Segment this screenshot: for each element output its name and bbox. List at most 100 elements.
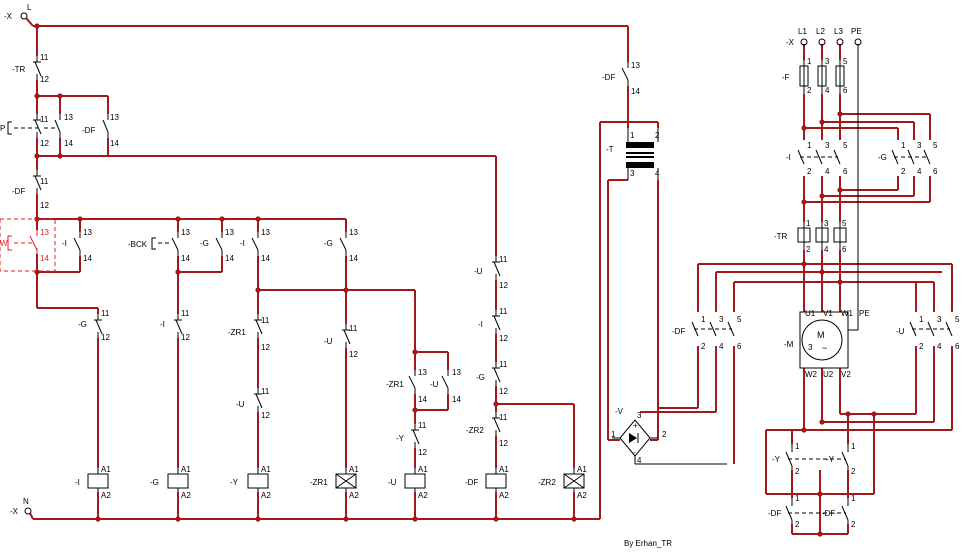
coil-zr2: -ZR2 A1 A2 <box>538 465 587 500</box>
num: 1 <box>701 315 706 324</box>
num: 13 <box>110 113 119 122</box>
i-selfhold2-contact: -I 13 14 <box>240 228 270 263</box>
bck-button: -BCK 13 14 <box>128 228 190 263</box>
num: 13 <box>181 228 190 237</box>
terminal-bottom-n: -X N <box>10 497 34 520</box>
num: 12 <box>418 448 427 457</box>
num: 2 <box>662 430 667 439</box>
power-wires <box>640 44 953 535</box>
num: 6 <box>843 167 848 176</box>
p-label: P <box>0 124 5 133</box>
label: -G <box>200 239 209 248</box>
coil-label: -I <box>75 478 80 487</box>
num: 6 <box>842 245 847 254</box>
terminal-u2: U2 <box>823 370 834 379</box>
label: -U <box>236 400 245 409</box>
num: A2 <box>101 491 111 500</box>
num: A1 <box>499 465 509 474</box>
label: -I <box>478 320 483 329</box>
num: 2 <box>795 520 800 529</box>
num: 13 <box>225 228 234 237</box>
num: 14 <box>452 395 461 404</box>
credit: By Erhan_TR <box>624 539 672 548</box>
num: 1 <box>795 442 800 451</box>
terminal-v1: V1 <box>823 309 833 318</box>
contacts: -TR 11 12 P 11 12 13 14 -DF 13 1 <box>0 53 640 457</box>
g-selfhold2-contact: -G 13 14 <box>324 228 358 263</box>
num: 5 <box>737 315 742 324</box>
zr1-contact: -ZR1 11 12 <box>228 314 270 352</box>
num: 12 <box>181 333 190 342</box>
num: 13 <box>631 61 640 70</box>
num: 13 <box>418 368 427 377</box>
coil-label: -U <box>388 478 397 487</box>
num: A2 <box>261 491 271 500</box>
tr-contact: -TR 11 12 <box>12 53 49 84</box>
coil-label: -Y <box>230 478 239 487</box>
terminal-name: N <box>23 497 29 506</box>
g-interlock-contact: -G 11 12 <box>78 309 110 342</box>
label: -I <box>240 239 245 248</box>
label: -ZR2 <box>466 426 484 435</box>
terminal-w2: W2 <box>805 370 818 379</box>
u-coilside-contact: -U 13 14 <box>430 368 461 404</box>
label: -DF <box>822 509 835 518</box>
num: 1 <box>851 494 856 503</box>
label: -Y <box>772 455 781 464</box>
label: -U <box>474 267 483 276</box>
i-series-contact: -I 11 12 <box>478 307 508 343</box>
w-button: W 13 14 <box>0 218 56 272</box>
zr1-coilside-contact: -ZR1 13 14 <box>386 368 427 404</box>
num: 2 <box>701 342 706 351</box>
num: 12 <box>40 75 49 84</box>
num: A2 <box>499 491 509 500</box>
num: 5 <box>933 141 938 150</box>
label: -Y <box>826 455 835 464</box>
coil-df: -DF A1 A2 <box>465 465 509 500</box>
coil-label: -G <box>150 478 159 487</box>
num: 13 <box>83 228 92 237</box>
num: 6 <box>955 342 960 351</box>
num: 12 <box>499 387 508 396</box>
num: 11 <box>101 309 110 318</box>
num: 11 <box>40 177 49 186</box>
num: 5 <box>955 315 960 324</box>
num: 2 <box>807 167 812 176</box>
num: 1 <box>795 494 800 503</box>
num: 2 <box>919 342 924 351</box>
num: 2 <box>806 245 811 254</box>
num: 12 <box>261 343 270 352</box>
transformer-label: -T <box>606 145 614 154</box>
i-contactor: -I 1 3 5 2 4 6 <box>786 141 848 176</box>
num: 2 <box>851 467 856 476</box>
num: 13 <box>64 113 73 122</box>
num: A1 <box>181 465 191 474</box>
label: -Y <box>396 434 405 443</box>
num: 13 <box>40 228 49 237</box>
terminal-v2: V2 <box>841 370 851 379</box>
l3: L3 <box>834 27 843 36</box>
terminal-top-l: -X L <box>4 3 34 27</box>
num: 11 <box>261 387 270 396</box>
label: -G <box>476 373 485 382</box>
df-mid-contact: -DF 11 12 <box>12 170 49 210</box>
num: 12 <box>499 439 508 448</box>
df-contactor: -DF 1 3 5 2 4 6 <box>672 315 742 351</box>
label: -G <box>78 320 87 329</box>
label: -U <box>430 380 439 389</box>
u-series-contact: -U 11 12 <box>474 255 508 290</box>
label: -G <box>324 239 333 248</box>
num: 3 <box>825 57 830 66</box>
num: 11 <box>261 316 270 325</box>
label: -G <box>878 153 887 162</box>
num: 1 <box>611 430 616 439</box>
num: 5 <box>843 57 848 66</box>
terminal-prefix: -X <box>10 507 19 516</box>
num: 14 <box>418 395 427 404</box>
plus: + <box>633 421 638 430</box>
coil-y: -Y A1 A2 <box>230 465 271 500</box>
y-contactor: -Y -Y 1 1 2 2 <box>772 442 856 476</box>
motor-label: M <box>817 330 825 340</box>
coil-zr1: -ZR1 A1 A2 <box>310 465 359 500</box>
terminal-w1: W1 <box>841 309 854 318</box>
